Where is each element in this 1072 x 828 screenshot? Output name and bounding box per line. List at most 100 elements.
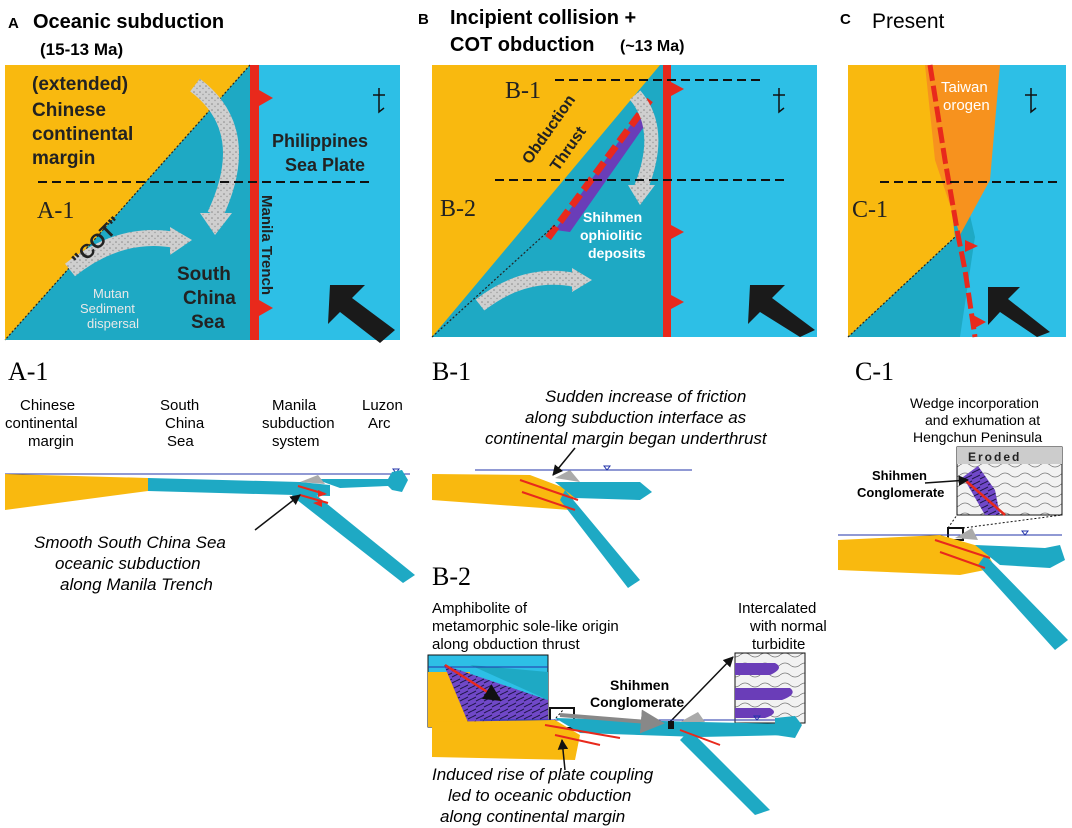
manila-trench-label: Manila Trench: [258, 195, 275, 295]
margin-label-3: margin: [32, 148, 95, 169]
panel-b-title: Incipient collision +: [450, 7, 636, 29]
turbidite-callout-arrow: [667, 656, 734, 725]
panel-b-letter: B: [418, 11, 429, 28]
amph-inset-ocean: [470, 665, 548, 700]
a1-caption-1: Smooth South China Sea: [34, 533, 226, 552]
north-arrow-icon: [773, 88, 785, 114]
turbidite-layer: [735, 663, 779, 675]
a1-caption-3: along Manila Trench: [60, 575, 213, 594]
c1-wedge: [955, 528, 978, 540]
a1-manila-2: subduction: [262, 415, 335, 432]
c1-ocean-plate: [975, 545, 1065, 568]
mutan-label-1: Mutan: [93, 286, 129, 301]
b1-slab: [560, 490, 640, 588]
b2-shihmen-2: Conglomerate: [590, 694, 684, 710]
sea-level-icon: [1021, 530, 1029, 536]
plate-motion-arrow-icon: [988, 287, 1050, 337]
panel-c-map: Taiwan orogen C-1: [847, 64, 1066, 338]
c1-wedge-1: Wedge incorporation: [910, 395, 1039, 411]
a1-manila-1: Manila: [272, 397, 317, 414]
continent-area-c: [848, 65, 955, 337]
dispersal-arrow-2: [65, 230, 177, 277]
section-a1: A-1 Chinese continental margin South Chi…: [5, 357, 415, 594]
a1-scs-2: China: [165, 415, 205, 432]
dispersal-arrow-1-head: [200, 213, 232, 235]
a1-callout-arrow: [254, 494, 301, 531]
panel-c-title: Present: [872, 10, 945, 33]
panel-a-letter: A: [8, 15, 19, 32]
taiwan-label-2: orogen: [943, 97, 990, 114]
inset-guide: [947, 514, 958, 529]
turbidite-inset: [734, 652, 806, 724]
a1-accretionary-wedge: [300, 475, 325, 484]
b1-continent: [432, 474, 575, 510]
obduction-thrust-line: [545, 97, 653, 241]
a1-chinese-1: Chinese: [20, 397, 75, 414]
margin-label-1: Chinese: [32, 100, 106, 121]
dispersal-arrow-1: [190, 78, 239, 219]
dispersal-arrow-b1: [629, 90, 659, 193]
trench-tooth-b: [671, 295, 684, 309]
panel-b-map: B-1 B-2 Obduction Thrust Shihmen ophioli…: [431, 65, 817, 338]
section-b2-label: B-2: [432, 562, 471, 591]
taiwan-orogen-area: [925, 65, 1000, 235]
trench-tooth-c: [973, 315, 986, 329]
inset-guide: [962, 514, 1063, 529]
b2-caption-3: along continental margin: [440, 807, 625, 826]
section-a1-label: A-1: [8, 357, 48, 386]
philippine-label-2: Sea Plate: [285, 155, 365, 175]
plate-motion-arrow-icon: [748, 285, 815, 337]
panel-b: B Incipient collision + COT obduction (~…: [418, 7, 817, 338]
c1-continent: [838, 535, 995, 575]
section-b1-label: B-1: [432, 357, 471, 386]
b1-fault: [519, 479, 579, 511]
b2-caption-2: led to oceanic obduction: [448, 786, 631, 805]
section-b1-map-label: B-1: [505, 78, 541, 104]
sea-level-icon: [753, 715, 761, 721]
shihmen-map-label-3: deposits: [588, 245, 646, 261]
c1-faults: [934, 539, 991, 569]
panel-a-map: (extended) Chinese continental margin Ph…: [4, 64, 400, 343]
b2-arc: [775, 716, 802, 738]
turbidite-layer: [735, 688, 793, 700]
sea-level-icon: [603, 465, 611, 471]
scs-label-2: China: [183, 288, 236, 309]
b2-shihmen-1: Shihmen: [610, 677, 669, 693]
b1-caption-3: continental margin began underthrust: [485, 429, 768, 448]
section-c1: C-1 Wedge incorporation and exhumation a…: [838, 357, 1068, 650]
trench-tooth-b: [671, 82, 684, 96]
a1-chinese-2: continental: [5, 415, 78, 432]
trench-line-c: [927, 64, 978, 338]
a1-luzon-1: Luzon: [362, 397, 403, 414]
b2-inter-1: Intercalated: [738, 600, 816, 617]
a1-scs-plate: [148, 478, 330, 496]
panel-c: C Present Taiwan orogen C-1: [840, 10, 1066, 338]
b1-callout-arrow: [552, 447, 576, 476]
eroded-label: Eroded: [968, 450, 1021, 464]
b2-slab: [680, 730, 770, 815]
scs-label-3: Sea: [191, 312, 225, 333]
a1-scs-3: Sea: [167, 433, 194, 450]
dispersal-arrow-b1-head: [628, 185, 655, 205]
b2-inter-2: with normal: [749, 618, 827, 635]
section-b2-map-label: B-2: [440, 196, 476, 222]
amphibolite-inset: [427, 654, 549, 728]
shihmen-location-marker: [668, 721, 674, 729]
mutan-label-2: Sediment: [80, 301, 135, 316]
shihmen-map-label-2: ophiolitic: [580, 227, 642, 243]
a1-scs-1: South: [160, 397, 199, 414]
cot-line: [4, 64, 251, 341]
section-b1: B-1 Sudden increase of friction along su…: [432, 357, 768, 588]
a1-continent: [5, 474, 148, 510]
b2-faults: [544, 724, 721, 746]
dispersal-arrow-2-head: [170, 227, 192, 255]
b2-caption-1: Induced rise of plate coupling: [432, 765, 654, 784]
a1-caption-2: oceanic subduction: [55, 554, 201, 573]
section-a1-map-label: A-1: [37, 198, 74, 224]
taiwan-label-1: Taiwan: [941, 79, 988, 96]
eroded-band: [957, 447, 1062, 464]
north-arrow-icon: [373, 88, 385, 114]
a1-manila-3: system: [272, 433, 320, 450]
panel-a-age: (15-13 Ma): [40, 40, 123, 59]
